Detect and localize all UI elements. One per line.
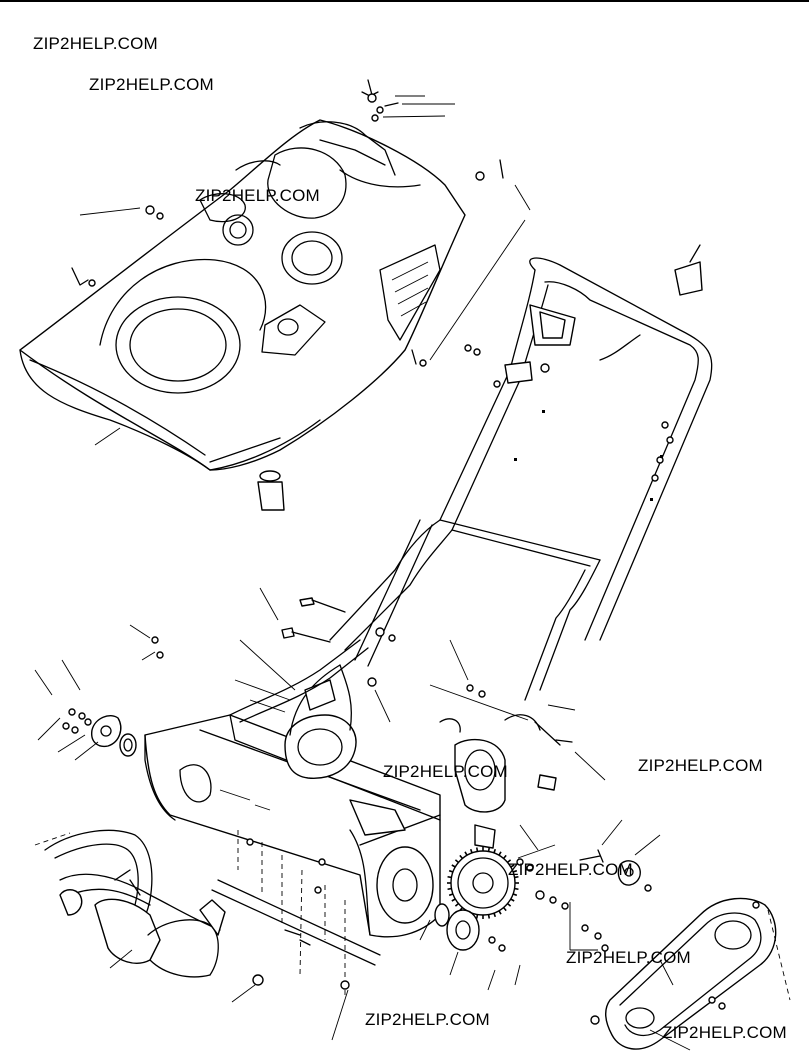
watermark-text: ZIP2HELP.COM — [638, 756, 763, 775]
gear-tooth — [447, 875, 452, 879]
gear-tooth — [475, 914, 479, 919]
chute-linkage — [229, 597, 573, 791]
gear-tooth — [502, 906, 507, 912]
gear-tooth — [454, 902, 460, 907]
watermark-text: ZIP2HELP.COM — [566, 948, 691, 967]
gear-tooth — [454, 859, 460, 864]
gear-tooth — [451, 898, 456, 902]
gear-tooth — [459, 854, 464, 860]
watermark-text: ZIP2HELP.COM — [662, 1023, 787, 1042]
left-bearing-hardware — [34, 587, 606, 781]
gear-tooth — [448, 893, 454, 897]
gear-tooth — [487, 914, 491, 919]
misc-marks — [514, 410, 663, 501]
gear-tooth — [502, 854, 507, 860]
watermark-text: ZIP2HELP.COM — [33, 34, 158, 53]
gear-tooth — [514, 875, 519, 879]
drive-gear-assembly — [419, 819, 661, 991]
gear-tooth — [514, 887, 519, 891]
gear-tooth — [498, 851, 502, 856]
watermark-text: ZIP2HELP.COM — [195, 186, 320, 205]
watermark-text: ZIP2HELP.COM — [89, 75, 214, 94]
auger-housing — [144, 664, 541, 938]
watermark-text: ZIP2HELP.COM — [365, 1010, 490, 1029]
gear-tooth — [510, 864, 515, 868]
belt-cover — [590, 897, 791, 1051]
auger-assembly — [34, 829, 264, 1003]
gear-tooth — [487, 847, 491, 852]
gear-tooth — [512, 869, 518, 873]
gear-tooth — [506, 859, 512, 864]
watermark-text: ZIP2HELP.COM — [508, 860, 633, 879]
gear-tooth — [512, 893, 518, 897]
gear-tooth — [448, 869, 454, 873]
watermark-text: ZIP2HELP.COM — [383, 762, 508, 781]
gear-tooth — [506, 902, 512, 907]
gear-tooth — [469, 848, 473, 854]
gear-tooth — [447, 887, 452, 891]
scraper-parts — [211, 830, 381, 1041]
engine-shroud — [19, 119, 466, 471]
gear-tooth — [475, 847, 479, 852]
gear-tooth — [464, 851, 468, 856]
gear-tooth — [510, 898, 515, 902]
shroud-callouts — [79, 95, 531, 446]
gear-tooth — [498, 910, 502, 915]
gear-tooth — [451, 864, 456, 868]
handle-assembly — [329, 244, 713, 701]
gear-tooth — [493, 848, 497, 854]
shroud-hardware — [71, 79, 504, 511]
top-border-line — [0, 0, 809, 2]
gear-tooth — [493, 912, 497, 918]
